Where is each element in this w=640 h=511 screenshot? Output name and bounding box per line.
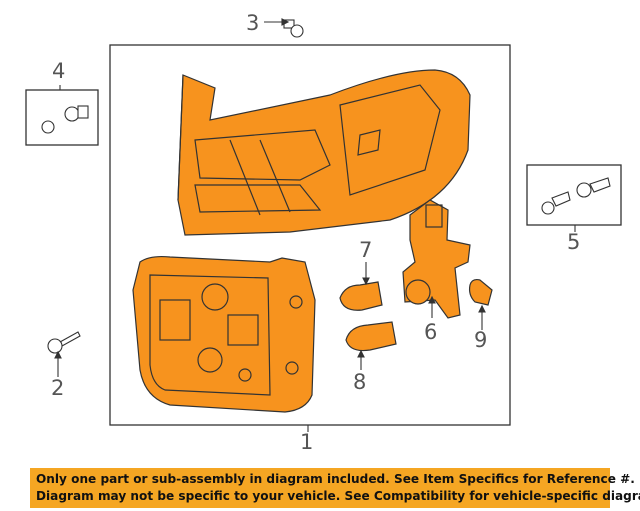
bulb-7 [339,281,383,311]
bulb-9 [468,278,493,306]
callout-4: 4 [52,59,66,83]
clip-nut-4 [41,105,89,134]
callout-7: 7 [359,238,373,262]
bulb-8 [345,321,397,352]
callout-1: 1 [300,430,314,454]
screw-grommet-5 [541,177,611,215]
callout-3: 3 [246,11,260,35]
outer-lamp-lens [177,69,471,236]
callout-9: 9 [474,328,488,352]
callout-6: 6 [424,320,438,344]
callout-8: 8 [353,370,367,394]
disclaimer-line-2: Diagram may not be specific to your vehi… [36,489,640,503]
callout-5: 5 [567,230,581,254]
disclaimer-banner: Only one part or sub-assembly in diagram… [30,468,640,508]
assembly-frame [109,44,511,426]
leader-lines [54,18,576,432]
hardware-box-5 [526,164,622,226]
hardware-box-4 [25,89,99,146]
disclaimer-line-1: Only one part or sub-assembly in diagram… [36,472,635,486]
screw-2 [47,331,81,354]
bulb-socket [402,199,471,319]
lamp-housing [132,255,316,413]
callout-2: 2 [51,376,65,400]
